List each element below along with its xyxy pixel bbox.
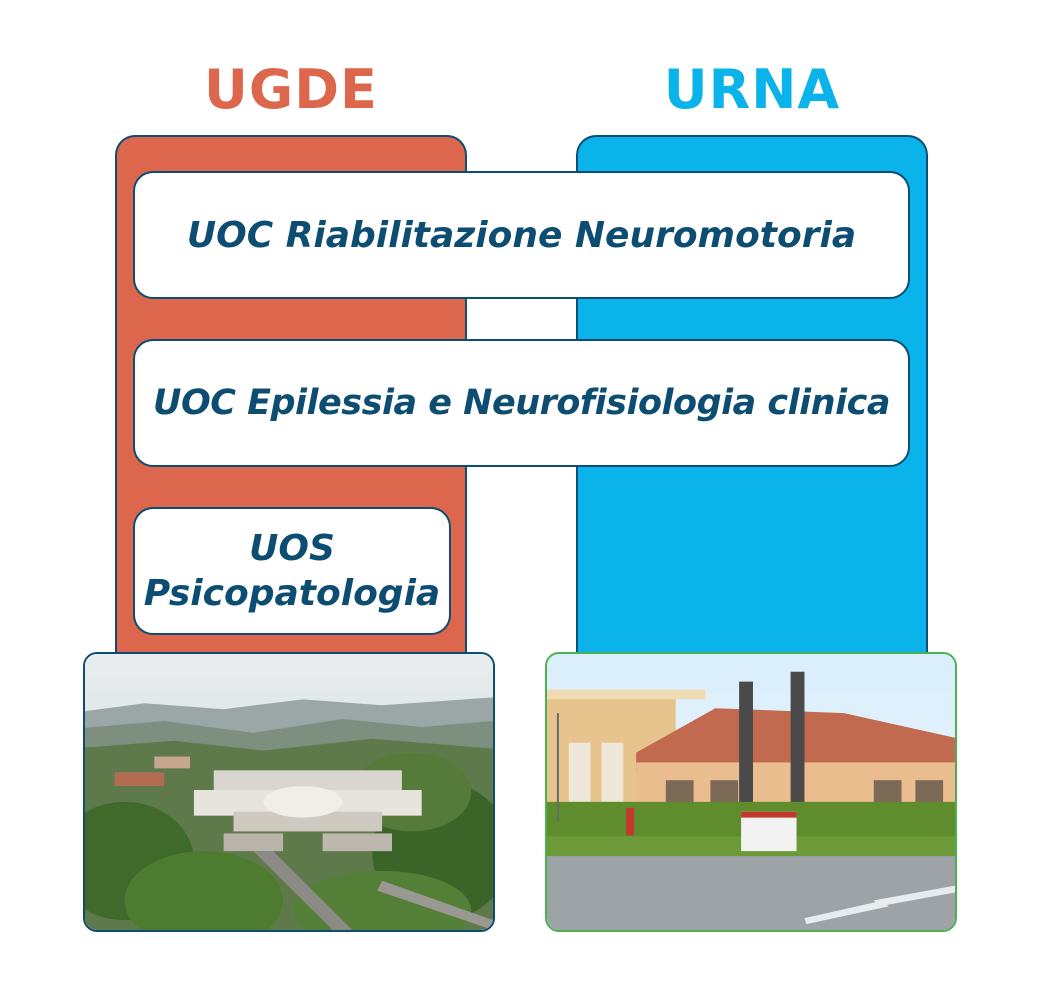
rehabilitation-center-photo bbox=[545, 652, 957, 932]
urna-title: URNA bbox=[663, 58, 841, 121]
rehabilitation-center-image bbox=[547, 654, 955, 930]
unit-riabilitazione-neuromotoria: UOC Riabilitazione Neuromotoria bbox=[133, 171, 910, 299]
unit-epilessia-label: UOC Epilessia e Neurofisiologia clinica bbox=[153, 383, 890, 423]
hospital-aerial-photo bbox=[83, 652, 495, 932]
unit-psicopatologia-line2: Psicopatologia bbox=[143, 573, 441, 614]
hospital-aerial-image bbox=[85, 654, 493, 930]
unit-riabilitazione-label: UOC Riabilitazione Neuromotoria bbox=[186, 214, 857, 256]
unit-psicopatologia-line1: UOS bbox=[249, 528, 335, 569]
unit-epilessia-neurofisiologia: UOC Epilessia e Neurofisiologia clinica bbox=[133, 339, 910, 467]
ugde-title: UGDE bbox=[204, 58, 378, 121]
unit-psicopatologia: UOS Psicopatologia bbox=[133, 507, 451, 635]
